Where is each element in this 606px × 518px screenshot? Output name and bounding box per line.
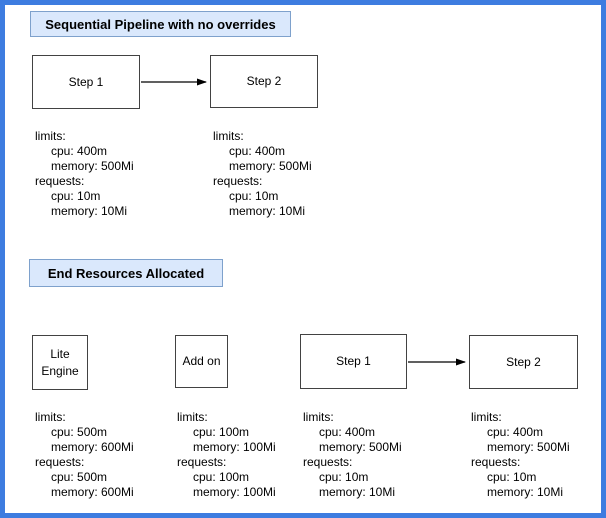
node-end-step1: Step 1 [300,334,407,389]
node-label: Add on [182,354,221,368]
resource-line: memory: 600Mi [51,485,134,499]
resource-line: memory: 100Mi [193,440,276,454]
resource-block-pipeline-step1: limits: cpu: 400m memory: 500Mi requests… [35,129,134,219]
resource-line: cpu: 400m [51,144,108,158]
resource-block-lite-engine: limits: cpu: 500m memory: 600Mi requests… [35,410,134,500]
resource-line: limits: [35,410,66,424]
node-pipeline-step2: Step 2 [210,55,318,108]
node-label: Step 1 [68,74,104,89]
resource-line: limits: [303,410,334,424]
node-lite-engine: Lite Engine [32,335,88,390]
resource-line: memory: 10Mi [319,485,396,499]
node-label: Lite Engine [41,346,79,378]
resource-line: cpu: 100m [193,470,250,484]
node-pipeline-step1: Step 1 [32,55,140,109]
resource-block-add-on: limits: cpu: 100m memory: 100Mi requests… [177,410,276,500]
resource-line: memory: 100Mi [193,485,276,499]
node-label: Step 1 [336,354,371,368]
resource-line: requests: [177,455,227,469]
resource-line: cpu: 10m [319,470,369,484]
resource-line: requests: [303,455,353,469]
resource-line: memory: 10Mi [51,204,128,218]
resource-line: memory: 10Mi [229,204,306,218]
node-label: Step 2 [506,354,541,369]
resource-block-end-step2: limits: cpu: 400m memory: 500Mi requests… [471,410,570,500]
resource-line: cpu: 500m [51,470,108,484]
resource-line: memory: 500Mi [229,159,312,173]
section-title-end-resources: End Resources Allocated [29,259,223,287]
resource-line: memory: 10Mi [487,485,564,499]
resource-line: cpu: 10m [487,470,537,484]
resource-line: memory: 500Mi [51,159,134,173]
resource-line: cpu: 500m [51,425,108,439]
resource-block-end-step1: limits: cpu: 400m memory: 500Mi requests… [303,410,402,500]
resource-line: limits: [213,129,244,143]
resource-line: cpu: 400m [229,144,286,158]
resource-line: limits: [177,410,208,424]
resource-line: cpu: 10m [229,189,279,203]
resource-line: memory: 500Mi [319,440,402,454]
resource-line: limits: [471,410,502,424]
resource-line: requests: [471,455,521,469]
node-end-step2: Step 2 [469,335,578,389]
section-title-sequential-pipeline: Sequential Pipeline with no overrides [30,11,291,37]
node-label: Step 2 [246,74,282,88]
resource-line: limits: [35,129,66,143]
resource-line: cpu: 400m [487,425,544,439]
resource-line: cpu: 10m [51,189,101,203]
resource-line: cpu: 100m [193,425,250,439]
resource-line: memory: 600Mi [51,440,134,454]
resource-line: requests: [213,174,263,188]
resource-line: requests: [35,455,85,469]
node-add-on: Add on [175,335,228,388]
resource-line: cpu: 400m [319,425,376,439]
resource-line: memory: 500Mi [487,440,570,454]
resource-block-pipeline-step2: limits: cpu: 400m memory: 500Mi requests… [213,129,312,219]
resource-line: requests: [35,174,85,188]
